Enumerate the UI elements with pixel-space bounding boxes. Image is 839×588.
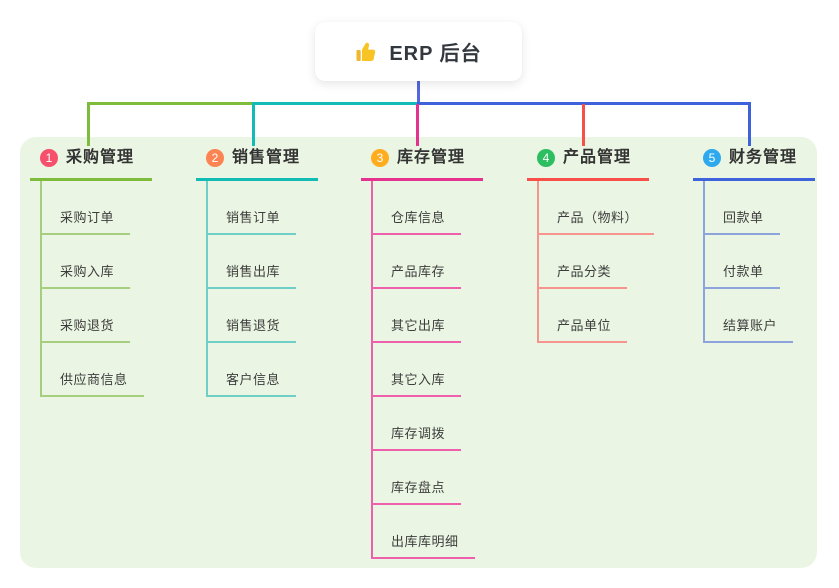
child-label: 回款单 xyxy=(705,207,780,235)
child-label: 采购退货 xyxy=(42,315,131,343)
child-node[interactable]: 采购退货 xyxy=(42,289,144,343)
branch-number-badge: 3 xyxy=(371,149,389,167)
child-label: 库存调拨 xyxy=(373,423,462,451)
child-node[interactable]: 销售订单 xyxy=(208,181,297,235)
root-node[interactable]: ERP 后台 xyxy=(315,22,522,81)
child-node[interactable]: 仓库信息 xyxy=(373,181,475,235)
branch-4: 4 产品管理产品（物料） 产品分类产品单位 xyxy=(527,147,655,343)
branch-title-1[interactable]: 1 采购管理 xyxy=(30,147,153,181)
child-label: 采购入库 xyxy=(42,261,131,289)
branch-label: 财务管理 xyxy=(729,149,798,166)
branch-title-4[interactable]: 4 产品管理 xyxy=(527,147,650,181)
child-node[interactable]: 销售退货 xyxy=(208,289,297,343)
branch-children: 回款单付款单结算账户 xyxy=(703,181,794,343)
connector-drop-1 xyxy=(87,102,90,146)
branch-number-badge: 2 xyxy=(206,149,224,167)
branch-5: 5 财务管理回款单付款单结算账户 xyxy=(693,147,816,343)
child-node[interactable]: 其它出库 xyxy=(373,289,475,343)
branch-title-3[interactable]: 3 库存管理 xyxy=(361,147,484,181)
child-label: 销售出库 xyxy=(208,261,297,289)
child-node[interactable]: 供应商信息 xyxy=(42,343,144,397)
branch-title-2[interactable]: 2 销售管理 xyxy=(196,147,319,181)
branch-children: 采购订单采购入库采购退货供应商信息 xyxy=(40,181,144,397)
child-label: 产品分类 xyxy=(539,261,628,289)
child-node[interactable]: 采购入库 xyxy=(42,235,144,289)
connector-bus-green xyxy=(87,102,255,105)
child-label: 其它出库 xyxy=(373,315,462,343)
connector-bus-teal xyxy=(253,102,419,105)
branch-children: 销售订单销售出库销售退货客户信息 xyxy=(206,181,297,397)
child-label: 产品单位 xyxy=(539,315,628,343)
branch-number-badge: 5 xyxy=(703,149,721,167)
child-node[interactable]: 采购订单 xyxy=(42,181,144,235)
branch-children: 仓库信息产品库存其它出库其它入库库存调拨库存盘点出库库明细 xyxy=(371,181,475,559)
child-label: 其它入库 xyxy=(373,369,462,397)
child-label: 产品库存 xyxy=(373,261,462,289)
child-label: 结算账户 xyxy=(705,315,794,343)
child-label: 供应商信息 xyxy=(42,369,144,397)
branch-label: 库存管理 xyxy=(397,149,466,166)
child-node[interactable]: 客户信息 xyxy=(208,343,297,397)
branch-number-badge: 1 xyxy=(40,149,58,167)
connector-drop-5 xyxy=(748,102,751,146)
child-label: 库存盘点 xyxy=(373,477,462,505)
child-node[interactable]: 付款单 xyxy=(705,235,793,289)
child-node[interactable]: 库存盘点 xyxy=(373,451,475,505)
child-node[interactable]: 产品分类 xyxy=(539,235,654,289)
child-node[interactable]: 其它入库 xyxy=(373,343,475,397)
connector-drop-2 xyxy=(252,102,255,146)
branch-2: 2 销售管理销售订单销售出库销售退货客户信息 xyxy=(196,147,319,397)
child-label: 产品（物料） xyxy=(539,207,655,235)
branch-number-badge: 4 xyxy=(537,149,555,167)
connector-root-stem xyxy=(417,80,420,105)
connector-drop-4 xyxy=(582,104,585,146)
branch-children: 产品（物料） 产品分类产品单位 xyxy=(537,181,655,343)
branch-1: 1 采购管理采购订单采购入库采购退货供应商信息 xyxy=(30,147,153,397)
child-label: 仓库信息 xyxy=(373,207,462,235)
child-node[interactable]: 回款单 xyxy=(705,181,793,235)
child-node[interactable]: 产品（物料） xyxy=(539,181,655,235)
child-label: 付款单 xyxy=(705,261,780,289)
branch-label: 销售管理 xyxy=(232,149,301,166)
background-panel xyxy=(20,137,817,568)
child-label: 采购订单 xyxy=(42,207,131,235)
child-node[interactable]: 销售出库 xyxy=(208,235,297,289)
child-label: 出库库明细 xyxy=(373,531,475,559)
branch-3: 3 库存管理仓库信息产品库存其它出库其它入库库存调拨库存盘点出库库明细 xyxy=(361,147,484,559)
child-node[interactable]: 库存调拨 xyxy=(373,397,475,451)
root-title: ERP 后台 xyxy=(389,43,482,65)
child-label: 客户信息 xyxy=(208,369,297,397)
branch-label: 采购管理 xyxy=(66,149,135,166)
branch-title-5[interactable]: 5 财务管理 xyxy=(693,147,816,181)
child-label: 销售退货 xyxy=(208,315,297,343)
child-label: 销售订单 xyxy=(208,207,297,235)
connector-bus-blue xyxy=(417,102,751,105)
child-node[interactable]: 产品库存 xyxy=(373,235,475,289)
child-node[interactable]: 产品单位 xyxy=(539,289,654,343)
child-node[interactable]: 结算账户 xyxy=(705,289,794,343)
branch-label: 产品管理 xyxy=(563,149,632,166)
thumbs-up-icon xyxy=(355,40,379,64)
child-node[interactable]: 出库库明细 xyxy=(373,505,475,559)
connector-drop-3 xyxy=(416,104,419,146)
